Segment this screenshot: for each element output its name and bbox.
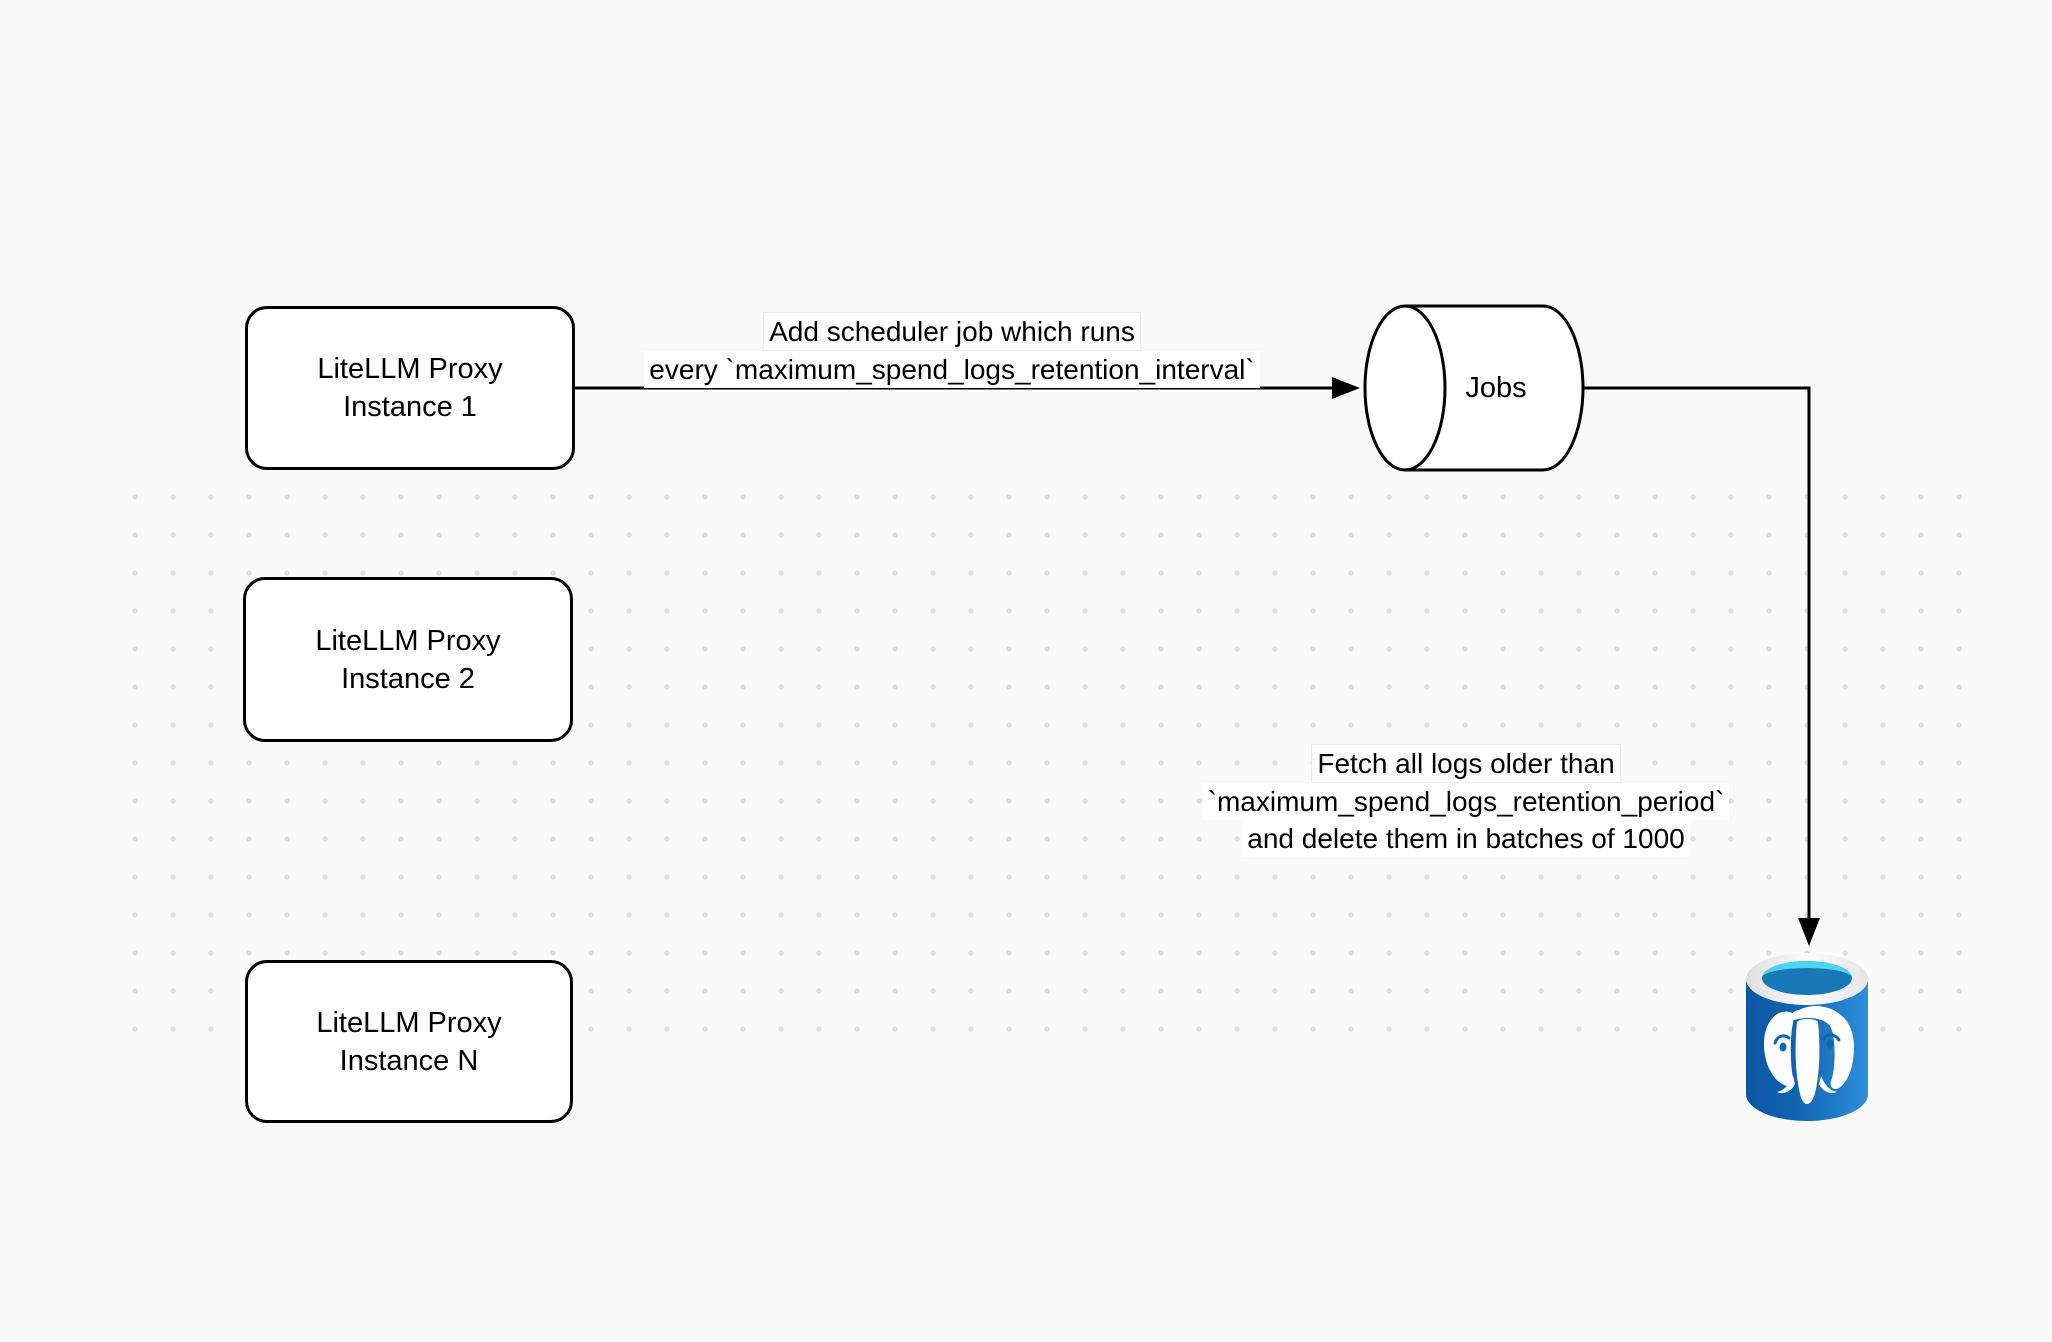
node-litellm-proxy-instance-1: LiteLLM Proxy Instance 1 [245,306,575,470]
postgres-elephant-icon [1764,1006,1854,1104]
node-litellm-proxy-instance-n: LiteLLM Proxy Instance N [245,960,573,1123]
node-label-line: Instance N [339,1044,479,1077]
edge-label-fetch: Fetch all logs older than `maximum_spend… [1106,744,1826,857]
node-litellm-proxy-instance-2: LiteLLM Proxy Instance 2 [243,577,573,742]
edge-label-line: `maximum_spend_logs_retention_period` [1202,783,1730,820]
cylinder-body [1405,304,1585,472]
node-label-line: LiteLLM Proxy [316,1006,502,1039]
edge-label-line: and delete them in batches of 1000 [1242,820,1690,857]
edge-label-scheduler: Add scheduler job which runs every `maxi… [592,312,1312,388]
node-label-line: Instance 2 [341,662,475,695]
edge-label-line: Fetch all logs older than [1311,744,1621,783]
node-label-line: LiteLLM Proxy [317,353,503,385]
dot-grid-background [116,478,1978,1048]
edge-fetch-connector [1584,386,1811,920]
jobs-queue-cylinder [1363,304,1585,472]
node-label-line: LiteLLM Proxy [315,624,501,657]
db-opening-depth [1762,961,1852,995]
postgresql-database-icon [1746,953,1868,1121]
edge-label-line: every `maximum_spend_logs_retention_inte… [644,351,1260,388]
arrowhead-icon [1798,918,1820,946]
node-label-line: Instance 1 [343,391,477,423]
arrowhead-icon [1332,377,1360,399]
jobs-node-label: Jobs [1465,372,1527,404]
cylinder-cap [1363,304,1447,472]
edge-label-line: Add scheduler job which runs [763,312,1141,351]
db-opening-surface [1762,961,1852,978]
